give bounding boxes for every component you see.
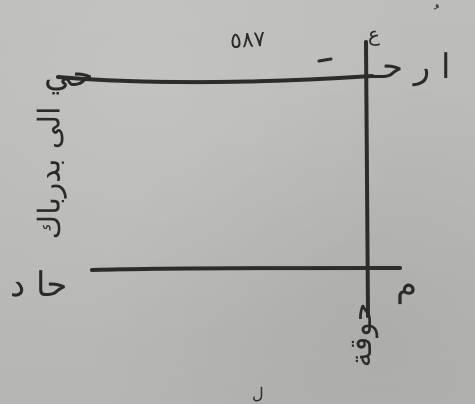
left-vertical-label: الى بدرباك — [32, 106, 68, 240]
bottom-line — [90, 266, 402, 272]
bottom-right-label: م — [396, 265, 418, 305]
bottom-vertical-label: حوقة — [344, 302, 380, 368]
top-line — [56, 74, 374, 85]
bottom-mark: ل — [252, 384, 264, 403]
small-mark — [317, 57, 333, 63]
vertical-line — [364, 40, 370, 318]
bottom-left-label: حا د — [10, 265, 68, 305]
top-left-label: حي — [44, 55, 94, 95]
top-mid-mark: ع — [368, 22, 380, 46]
top-note: ٥٨٧ — [229, 26, 267, 55]
top-right-label: ا ر حـ — [372, 47, 451, 87]
